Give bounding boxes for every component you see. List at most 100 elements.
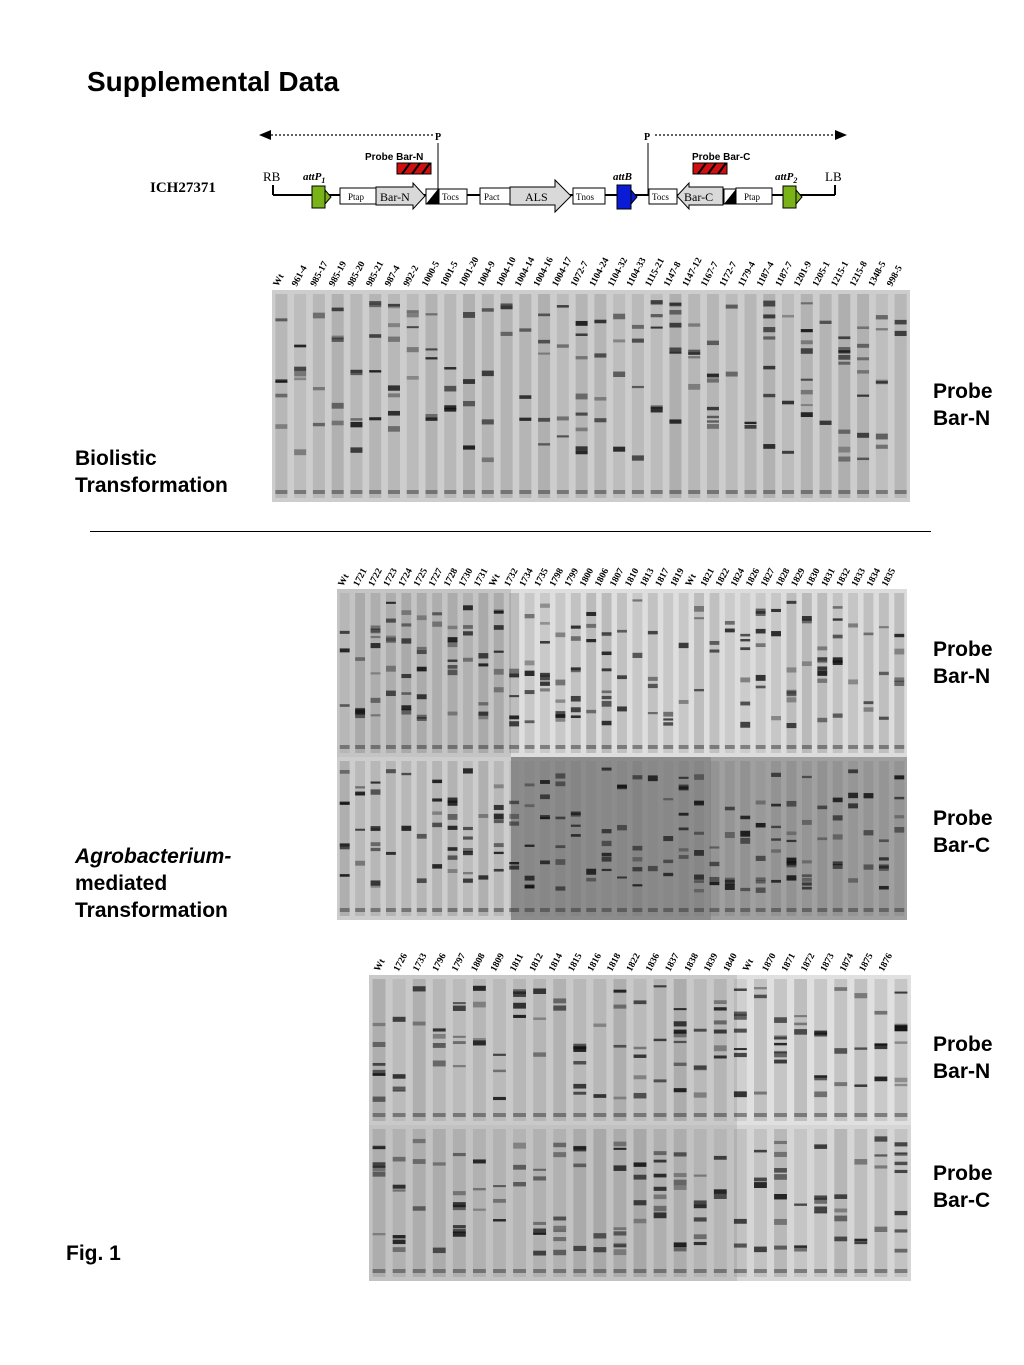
band [601,701,612,707]
band [540,816,550,820]
band [673,1246,687,1252]
band [678,784,689,790]
lane-label: 1814 [547,952,565,974]
band [575,446,588,451]
band [782,314,795,318]
band [555,745,566,749]
band [817,805,828,810]
band [540,780,550,784]
band [463,847,473,853]
band [533,1017,547,1021]
band [678,699,689,704]
svg-text:Bar-N: Bar-N [380,190,410,204]
lane-smear [706,294,719,498]
band [555,773,566,779]
band [754,1091,767,1095]
lane-label: 1807 [609,567,627,589]
band [647,908,658,912]
band [801,745,812,749]
band [740,639,751,642]
band [425,313,438,316]
band [854,1238,868,1242]
band [694,688,704,692]
band [538,339,551,344]
band [555,859,566,865]
band [406,347,419,353]
band [392,1156,406,1162]
lane-smear [481,294,494,498]
band [447,659,458,662]
band [432,908,443,912]
lane-smear [275,294,288,498]
lane-label: 1812 [528,952,546,974]
band [894,1083,908,1087]
band [709,876,720,882]
lane-smear [647,593,658,753]
band [694,874,704,880]
band [817,657,828,662]
band [350,447,363,453]
band [444,407,457,412]
lane-label: 1871 [780,952,798,974]
band [401,908,412,912]
band [857,432,870,438]
band [575,412,588,416]
band [694,745,704,749]
band [650,314,663,318]
lane-smear [631,294,644,498]
lane-smear [339,593,350,753]
band [786,697,797,703]
band [294,377,307,381]
band [857,370,870,374]
band [771,745,781,749]
band [452,1113,466,1117]
band [653,1186,667,1191]
band [774,1269,787,1273]
band [416,714,427,719]
band [744,425,757,429]
band [593,1233,607,1239]
band [372,1145,386,1150]
band [647,630,658,635]
band [786,722,797,729]
band [573,1083,587,1089]
band [669,347,682,354]
band [838,456,851,462]
band [493,1219,506,1222]
band [432,779,443,784]
band [556,435,569,438]
band [533,1228,547,1235]
band [819,320,832,324]
lane-label: 998-5 [886,264,905,288]
band [688,356,701,359]
band [834,1208,848,1213]
band [786,857,797,864]
band [573,1269,587,1273]
band [452,1204,466,1211]
lane-smear [452,979,466,1121]
band [875,379,888,385]
band [524,908,535,912]
band [848,878,859,883]
band [740,633,751,637]
band [631,324,644,329]
lane-label: 1828 [775,567,793,589]
band [594,490,607,494]
lane-smear [593,1129,607,1277]
band [632,884,643,887]
band [801,860,812,864]
band [570,695,581,702]
band [678,827,689,831]
band [593,1023,607,1027]
band [355,860,366,866]
band [814,1144,828,1149]
band [874,1136,888,1142]
band [538,490,551,494]
band [513,1181,526,1187]
lane-smear [894,1129,908,1277]
band [570,715,581,719]
band [878,863,889,870]
band [406,490,419,494]
band [444,490,457,494]
lane-smear [412,1129,426,1277]
